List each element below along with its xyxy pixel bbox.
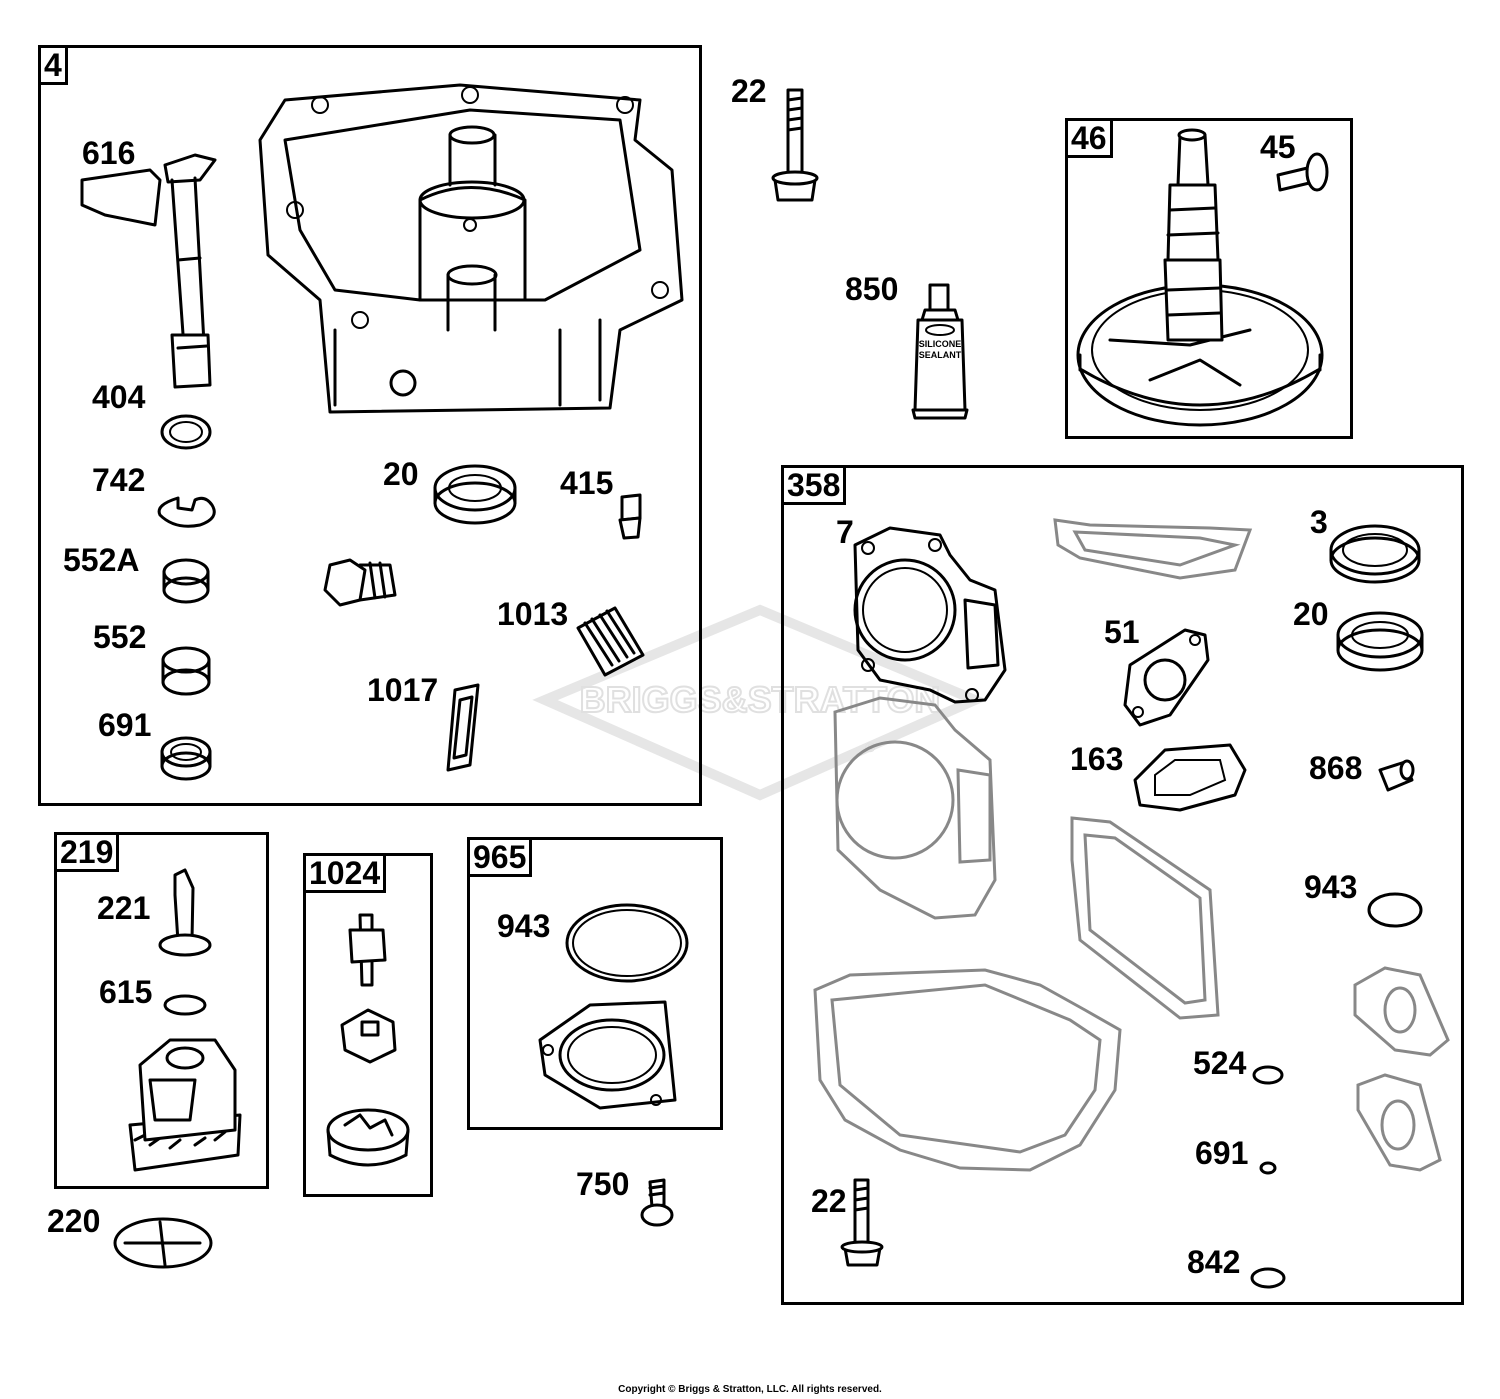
seal-842-drawing <box>1250 1267 1286 1289</box>
part-label-742: 742 <box>92 462 146 498</box>
bushing-552a-drawing <box>162 558 210 604</box>
governor-shaft-drawing <box>80 153 217 389</box>
part-label-221: 221 <box>97 890 151 926</box>
assembly-219-number: 219 <box>54 832 120 872</box>
oil-pump-gear-drawing <box>128 1038 242 1172</box>
part-label-943: 943 <box>497 908 551 944</box>
inner-rotor-drawing <box>340 1008 397 1064</box>
part-label-45: 45 <box>1260 129 1296 165</box>
assembly-219-box <box>54 832 269 1189</box>
gasket-51-drawing <box>1123 628 1210 727</box>
part-label-1017: 1017 <box>367 672 439 708</box>
part-label-868: 868 <box>1309 750 1363 786</box>
assembly-965-box <box>467 837 723 1130</box>
baffle-1017-drawing <box>446 683 480 772</box>
part-label-524: 524 <box>1193 1045 1247 1081</box>
part-label-7: 7 <box>836 514 854 550</box>
part-label-691: 691 <box>98 707 152 743</box>
gasket-163-drawing <box>1133 743 1247 812</box>
seal-524-drawing <box>1252 1065 1284 1085</box>
sump-gasket-grey-drawing <box>813 968 1122 1172</box>
bolt-22-drawing <box>771 88 819 202</box>
seal-404-drawing <box>160 414 212 450</box>
part-label-1013: 1013 <box>497 596 569 632</box>
silicone-sealant-tube-drawing: SILICONE SEALANT <box>911 283 969 420</box>
screw-750-drawing <box>640 1178 674 1227</box>
part-label-22: 22 <box>731 73 767 109</box>
camshaft-gear-drawing <box>1076 128 1324 427</box>
o-ring-943-drawing <box>565 903 689 983</box>
pin-221-drawing <box>158 868 212 957</box>
oil-seal-20b-drawing <box>1336 611 1424 672</box>
assembly-4-number: 4 <box>38 45 68 85</box>
part-label-404: 404 <box>92 379 146 415</box>
o-ring-943b-drawing <box>1367 892 1423 928</box>
assembly-1024-box <box>303 853 433 1197</box>
intake-gasket-grey-b-drawing <box>1356 1073 1442 1172</box>
part-label-691b: 691 <box>1195 1135 1249 1171</box>
bolt-22b-drawing <box>840 1178 884 1267</box>
dowel-868-drawing <box>1378 759 1415 792</box>
e-clip-742-drawing <box>157 496 216 528</box>
assembly-46-box <box>1065 118 1353 439</box>
bushing-552-drawing <box>161 646 211 696</box>
pin-45-drawing <box>1276 152 1329 192</box>
assembly-965-number: 965 <box>467 837 533 877</box>
assembly-1024-number: 1024 <box>303 853 387 893</box>
screen-220-drawing <box>113 1217 213 1269</box>
plug-415-drawing <box>618 493 642 540</box>
part-label-51: 51 <box>1104 614 1140 650</box>
crankcase-cover-drawing <box>258 83 684 414</box>
part-label-616: 616 <box>82 135 136 171</box>
part-label-750: 750 <box>576 1166 630 1202</box>
part-label-415: 415 <box>560 465 614 501</box>
rocker-gasket-grey-drawing <box>1053 518 1253 580</box>
oil-seal-20-drawing <box>433 464 517 525</box>
part-label-943b: 943 <box>1304 869 1358 905</box>
drain-plug-drawing <box>323 558 397 607</box>
part-label-552a: 552A <box>63 542 140 578</box>
seal-691-drawing <box>160 736 212 781</box>
part-label-20: 20 <box>383 456 419 492</box>
intake-gasket-grey-a-drawing <box>1353 966 1450 1057</box>
head-gasket-grey-drawing <box>833 696 997 920</box>
part-label-220: 220 <box>47 1203 101 1239</box>
part-label-615: 615 <box>99 974 153 1010</box>
copyright-notice: Copyright © Briggs & Stratton, LLC. All … <box>618 1384 882 1395</box>
seal-3-drawing <box>1329 524 1421 584</box>
part-label-20b: 20 <box>1293 596 1329 632</box>
assembly-46-number: 46 <box>1065 118 1113 158</box>
part-label-552: 552 <box>93 619 147 655</box>
outer-rotor-drawing <box>326 1108 410 1167</box>
dipstick-tube-1013-drawing <box>576 606 645 677</box>
sealant-label-line2: SEALANT <box>919 350 962 360</box>
part-label-850: 850 <box>845 271 899 307</box>
o-ring-615-drawing <box>163 994 207 1016</box>
head-gasket-7-drawing <box>853 526 1007 704</box>
part-label-3: 3 <box>1310 504 1328 540</box>
breather-gasket-grey-drawing <box>1070 816 1220 1020</box>
seal-691b-drawing <box>1259 1161 1277 1175</box>
part-label-22b: 22 <box>811 1183 847 1219</box>
pump-shaft-drawing <box>348 913 387 987</box>
part-label-842: 842 <box>1187 1244 1241 1280</box>
filter-adapter-gasket-drawing <box>538 1000 677 1110</box>
sealant-label-line1: SILICONE <box>919 339 962 349</box>
assembly-358-number: 358 <box>781 465 847 505</box>
part-label-163: 163 <box>1070 741 1124 777</box>
assembly-4-box <box>38 45 702 806</box>
assembly-358-box <box>781 465 1464 1305</box>
